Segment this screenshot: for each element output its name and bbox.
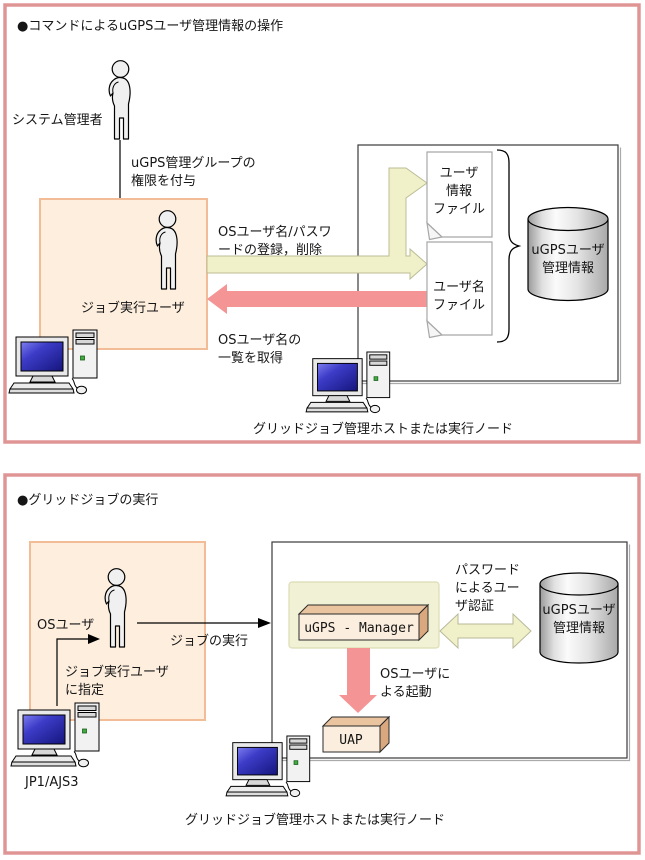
brace-icon [496, 149, 522, 343]
password-auth-arrow-icon [439, 612, 532, 650]
panel-grid-job-execution: ●グリッドジョブの実行 OSユーザ ジョブの実行 ジョブ実行ユーザ に指定 JP… [3, 473, 641, 855]
ugps-manager-label: uGPS - Manager [304, 621, 414, 636]
password-auth-label-3: ザ認証 [455, 598, 494, 614]
user-info-file-label-2: 情報 [446, 184, 472, 199]
designate-arrow [56, 638, 88, 706]
uap-label: UAP [339, 733, 363, 748]
job-exec-user-box [39, 198, 208, 350]
ugps-db-icon-2 [539, 572, 619, 664]
system-admin-label: システム管理者 [12, 113, 103, 128]
designate-label-1: ジョブ実行ユーザ [65, 664, 169, 680]
designate-arrowhead-icon [88, 634, 100, 644]
user-name-file-label-2: ファイル [433, 298, 485, 313]
grant-permission-label-2: 権限を付与 [131, 173, 196, 189]
uap-box-icon [321, 715, 391, 754]
get-list-label-2: 一覧を取得 [218, 350, 283, 366]
user-name-file-label-1: ユーザ名 [433, 279, 485, 295]
register-delete-arrow-icon [206, 167, 428, 281]
host-label-2: グリッドジョブ管理ホストまたは実行ノード [185, 812, 445, 828]
os-user-label: OSユーザ [37, 618, 94, 633]
register-delete-label-2: ードの登録，削除 [218, 243, 322, 258]
jp1-ajs3-label: JP1/AJS3 [24, 775, 79, 790]
host-label-1: グリッドジョブ管理ホストまたは実行ノード [253, 421, 513, 437]
panel2-title: ●グリッドジョブの実行 [17, 492, 158, 508]
job-execution-label: ジョブの実行 [170, 633, 248, 649]
register-delete-label-1: OSユーザ名/パスワ [218, 224, 332, 240]
ugps-db-label-1b: 管理情報 [542, 261, 594, 276]
ugps-db-label-2b: 管理情報 [553, 621, 605, 636]
ugps-db-icon-1 [527, 206, 609, 302]
user-info-file-icon [426, 151, 493, 241]
panel1-title: ●コマンドによるuGPSユーザ管理情報の操作 [17, 18, 283, 34]
password-auth-label-2: によるユー [455, 581, 520, 596]
user-name-file-icon [426, 241, 493, 339]
ugps-db-label-2a: uGPSユーザ [542, 603, 615, 618]
os-user-startup-label-1: OSユーザに [380, 667, 450, 682]
os-user-startup-arrow-icon [339, 648, 377, 713]
job-execution-arrowhead-icon [258, 618, 271, 628]
designate-label-2: に指定 [65, 683, 104, 698]
ugps-manager-box-icon [297, 603, 430, 642]
user-info-file-label-1: ユーザ [440, 166, 479, 181]
get-list-label-1: OSユーザ名の [218, 332, 301, 348]
host-box-shadow [360, 147, 622, 385]
grant-permission-label-1: uGPS管理グループの [131, 156, 256, 171]
panel-command-operation: ●コマンドによるuGPSユーザ管理情報の操作 システム管理者 uGPS管理グルー… [3, 3, 641, 444]
host-box-2-shadow [274, 544, 631, 762]
ugps-db-label-1a: uGPSユーザ [531, 243, 604, 258]
user-info-file-label-3: ファイル [433, 202, 485, 217]
os-user-startup-label-2: よる起動 [380, 685, 432, 700]
get-list-arrow-icon [207, 284, 427, 314]
job-exec-user-label: ジョブ実行ユーザ [81, 300, 185, 316]
password-auth-label-1: パスワード [455, 563, 520, 578]
